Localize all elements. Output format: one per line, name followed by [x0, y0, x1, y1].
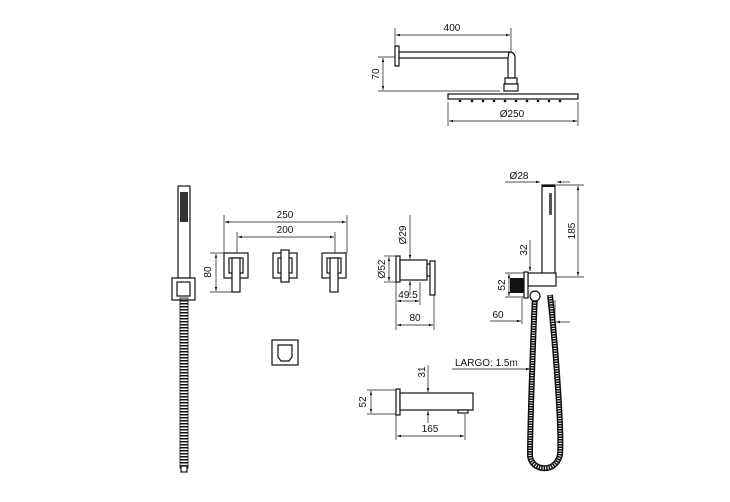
- spout-diameter-label: 31: [417, 366, 428, 378]
- handle-diameter-label: Ø28: [510, 171, 529, 182]
- holder-offset-label: 32: [519, 244, 530, 256]
- hose-length-label: LARGO: 1.5m: [455, 358, 518, 369]
- inner-spacing-label: 200: [277, 225, 294, 236]
- valve-side-drawing: Ø29 Ø52 49.5 80: [377, 215, 436, 330]
- plate-height-label: 80: [203, 266, 214, 278]
- outlet-depth-label: 60: [492, 310, 504, 321]
- spout-height-label: 52: [358, 396, 369, 408]
- plate-diameter-label: Ø52: [377, 259, 388, 278]
- outer-spacing-label: 250: [277, 210, 294, 221]
- valves-front-drawing: 250 200 80: [203, 210, 348, 366]
- spout-length-label: 165: [422, 424, 439, 435]
- spout-drawing: 52 31 165: [358, 365, 474, 440]
- rain-shower-drawing: 400 70 Ø250: [371, 23, 579, 126]
- head-diameter-label: Ø250: [500, 109, 525, 120]
- stem-diameter-label: Ø29: [398, 225, 409, 244]
- handle-length-label: 185: [567, 222, 578, 239]
- hand-shower-kit-drawing: Ø28 185 32 52 60 LARGO: 1.5m: [452, 171, 584, 472]
- arm-height-label: 70: [371, 68, 382, 80]
- total-depth-label: 80: [409, 313, 421, 324]
- hand-shower-left-drawing: [171, 185, 196, 473]
- handle-depth-label: 49.5: [398, 290, 418, 301]
- arm-length-label: 400: [444, 23, 461, 34]
- outlet-diameter-label: 52: [497, 279, 508, 291]
